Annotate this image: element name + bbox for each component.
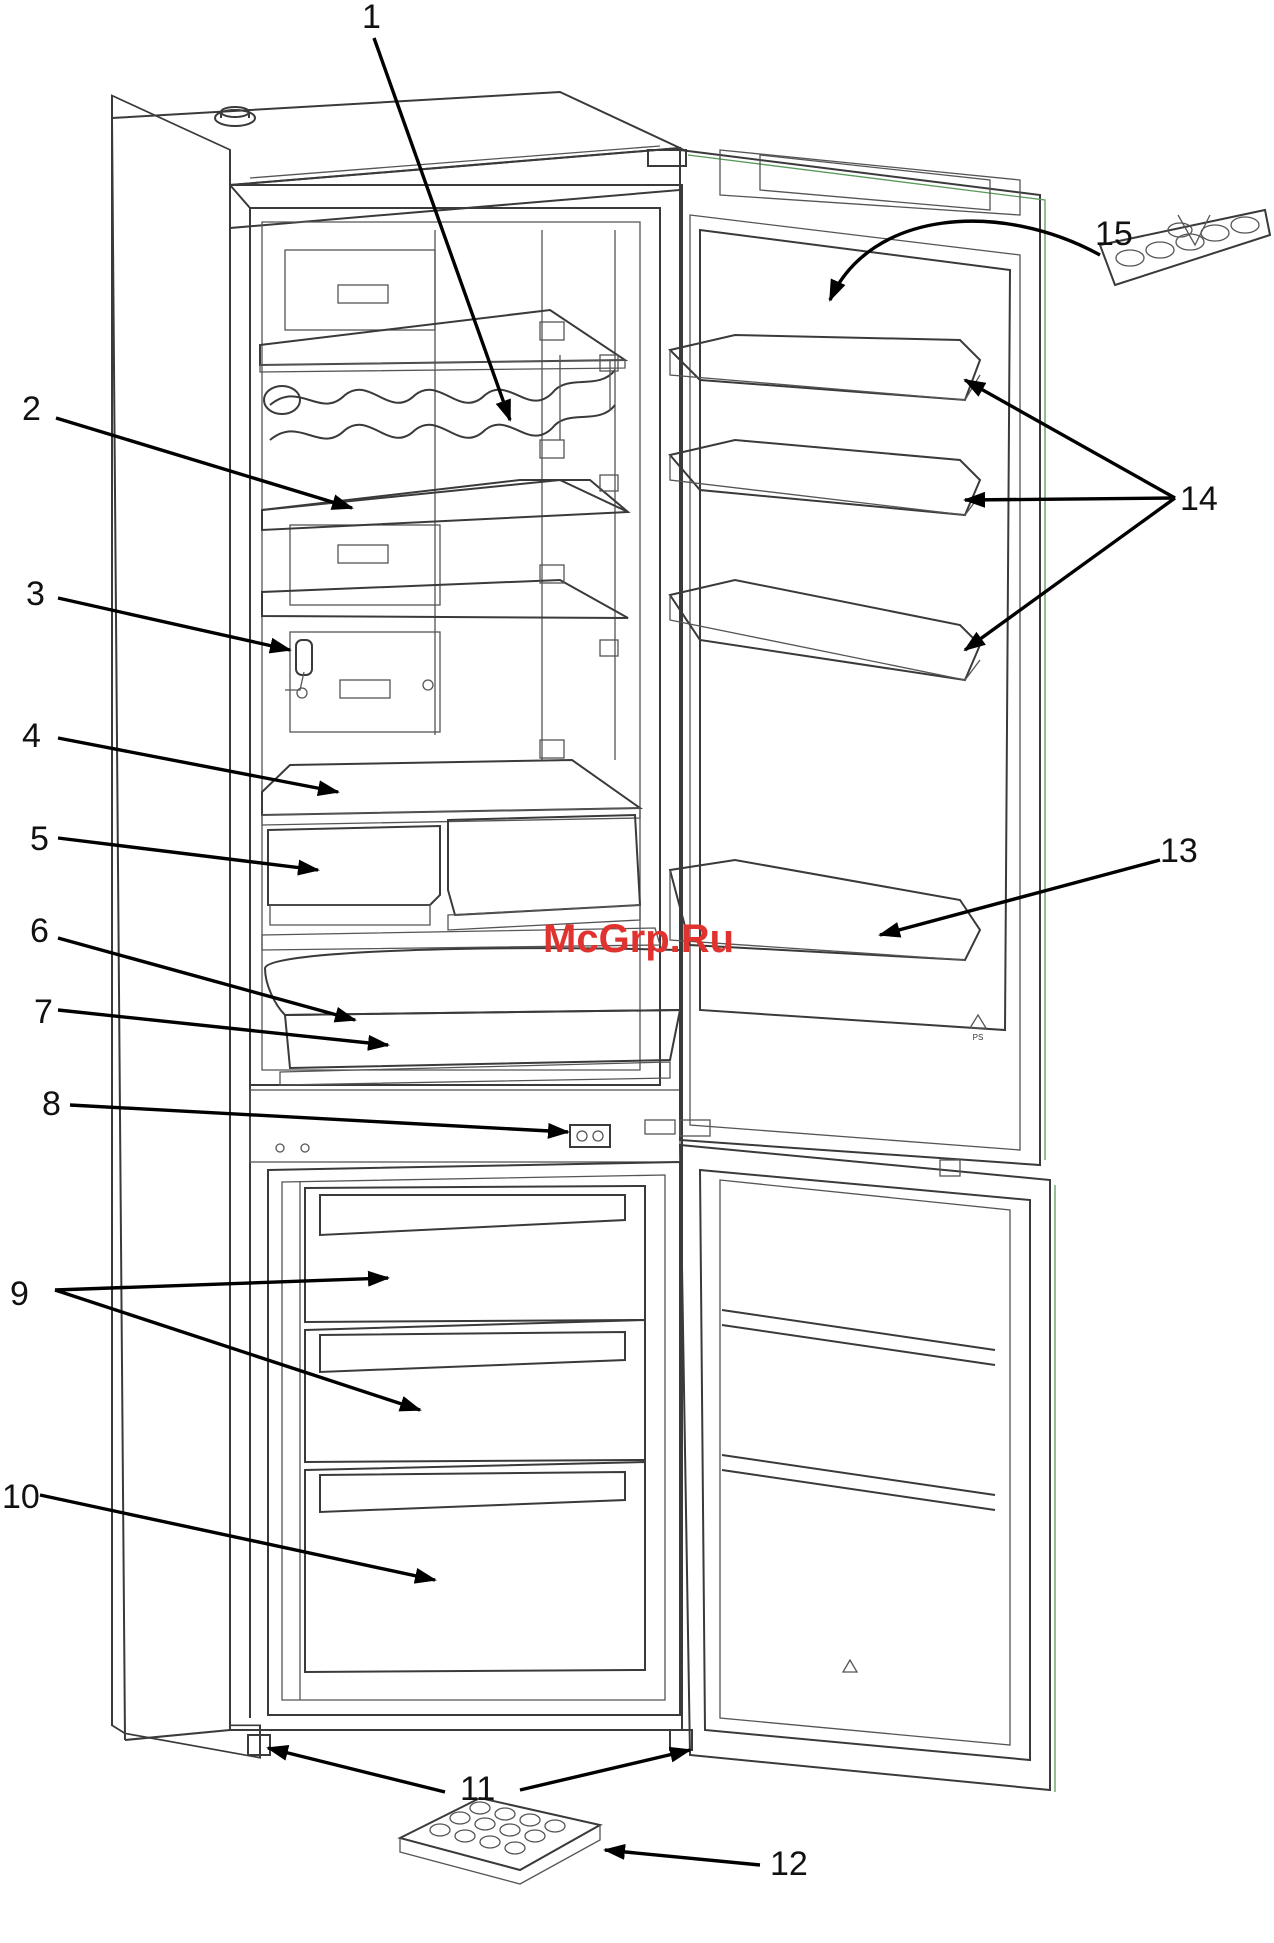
freezer-drawers — [305, 1186, 645, 1672]
callout-2: 2 — [22, 390, 41, 428]
glass-shelf-lower — [262, 580, 628, 618]
fridge-door — [680, 150, 1045, 1165]
freezer-door — [680, 1120, 1055, 1792]
callout-13: 13 — [1160, 832, 1198, 870]
freshness-drawer — [265, 948, 680, 1085]
recycle-mark: PS — [970, 1015, 986, 1042]
callout-10: 10 — [2, 1478, 40, 1516]
callout-7: 7 — [34, 993, 53, 1031]
glass-shelf-middle — [262, 480, 628, 530]
callout-11: 11 — [460, 1770, 495, 1808]
glass-shelf-crisper-cover — [262, 760, 640, 825]
callout-4: 4 — [22, 717, 41, 755]
plastic-mark: PS — [973, 1033, 984, 1042]
adjustable-feet — [248, 1730, 692, 1755]
bottle-rack — [264, 355, 615, 440]
watermark: McGrp.Ru — [543, 917, 734, 961]
callout-3: 3 — [26, 575, 45, 613]
door-balconies — [670, 335, 980, 960]
callout-5: 5 — [30, 820, 49, 858]
glass-shelf-top — [260, 310, 625, 372]
callout-15: 15 — [1095, 215, 1133, 253]
callout-1: 1 — [362, 0, 381, 36]
callout-9: 9 — [10, 1275, 29, 1313]
callout-14: 14 — [1180, 480, 1218, 518]
callout-12: 12 — [770, 1845, 808, 1883]
recycle-triangle-icon — [970, 1015, 986, 1028]
ice-cube-tray — [400, 1798, 600, 1884]
callout-8: 8 — [42, 1085, 61, 1123]
callout-6: 6 — [30, 912, 49, 950]
freezer-compartment — [268, 1162, 680, 1715]
adjustable-shelf-rails — [540, 322, 618, 758]
